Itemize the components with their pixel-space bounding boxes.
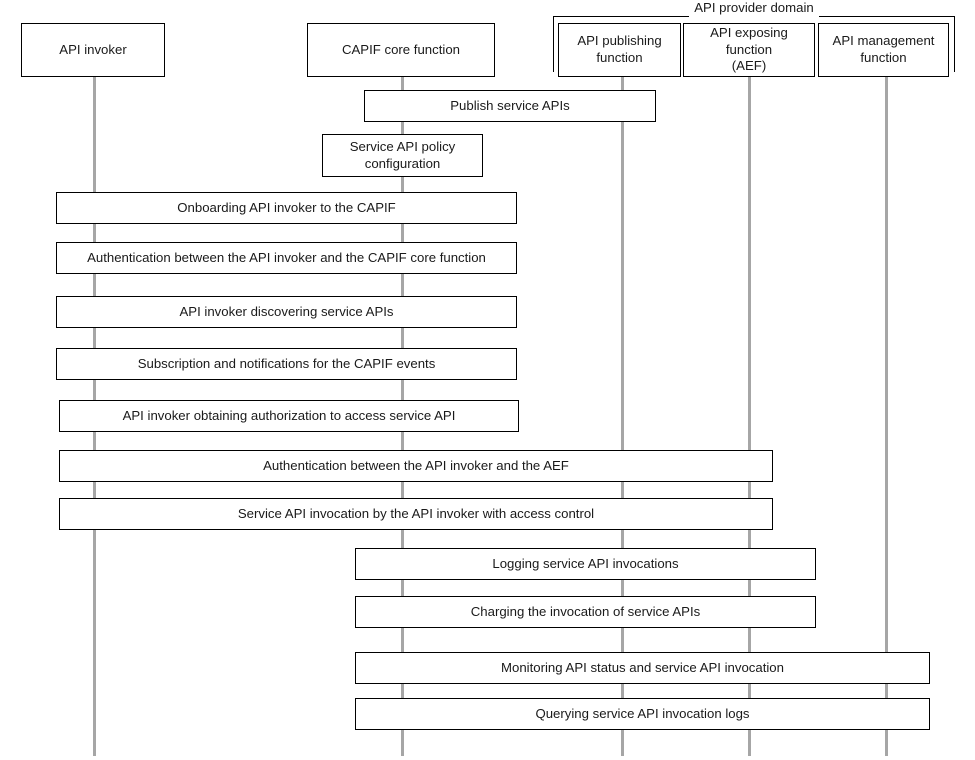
step-label: Authentication between the API invoker a… xyxy=(87,249,486,265)
actor-label: API exposing function(AEF) xyxy=(710,24,788,74)
step-logging-service-api-invocations[interactable]: Logging service API invocations xyxy=(355,548,816,580)
actor-capif-core-function[interactable]: CAPIF core function xyxy=(307,23,495,77)
step-authentication-invoker-aef[interactable]: Authentication between the API invoker a… xyxy=(59,450,773,482)
bracket-top-left-segment xyxy=(553,16,689,18)
step-label: Querying service API invocation logs xyxy=(535,705,750,721)
step-label: API invoker discovering service APIs xyxy=(179,303,394,319)
step-label: Publish service APIs xyxy=(450,97,570,113)
lifeline-api-exposing-function xyxy=(747,77,751,756)
step-monitoring-api-status[interactable]: Monitoring API status and service API in… xyxy=(355,652,930,684)
step-label: Monitoring API status and service API in… xyxy=(501,659,784,675)
actor-api-exposing-function[interactable]: API exposing function(AEF) xyxy=(683,23,815,77)
step-label: API invoker obtaining authorization to a… xyxy=(122,407,456,423)
step-discovering-service-apis[interactable]: API invoker discovering service APIs xyxy=(56,296,517,328)
step-label: Onboarding API invoker to the CAPIF xyxy=(177,199,396,215)
bracket-right-edge xyxy=(953,16,955,72)
step-authentication-invoker-core[interactable]: Authentication between the API invoker a… xyxy=(56,242,517,274)
step-charging-invocation-service-apis[interactable]: Charging the invocation of service APIs xyxy=(355,596,816,628)
api-provider-domain-label: API provider domain xyxy=(694,0,814,15)
step-label: Authentication between the API invoker a… xyxy=(263,457,569,473)
step-label: Service API invocation by the API invoke… xyxy=(237,505,595,521)
step-onboarding-api-invoker[interactable]: Onboarding API invoker to the CAPIF xyxy=(56,192,517,224)
step-label: Subscription and notifications for the C… xyxy=(137,355,436,371)
api-provider-domain-group: API provider domain xyxy=(553,0,955,72)
step-label: Logging service API invocations xyxy=(492,555,679,571)
lifeline-api-management-function xyxy=(884,77,888,756)
actor-api-invoker[interactable]: API invoker xyxy=(21,23,165,77)
step-obtaining-authorization[interactable]: API invoker obtaining authorization to a… xyxy=(59,400,519,432)
bracket-top-right-segment xyxy=(819,16,955,18)
step-label: Charging the invocation of service APIs xyxy=(470,603,701,619)
step-publish-service-apis[interactable]: Publish service APIs xyxy=(364,90,656,122)
lifeline-api-publishing-function xyxy=(620,77,624,756)
bracket-left-edge xyxy=(553,16,555,72)
step-subscription-notifications[interactable]: Subscription and notifications for the C… xyxy=(56,348,517,380)
actor-label: API invoker xyxy=(59,41,127,57)
actor-label: CAPIF core function xyxy=(341,41,460,57)
step-service-api-invocation[interactable]: Service API invocation by the API invoke… xyxy=(59,498,773,530)
step-querying-invocation-logs[interactable]: Querying service API invocation logs xyxy=(355,698,930,730)
